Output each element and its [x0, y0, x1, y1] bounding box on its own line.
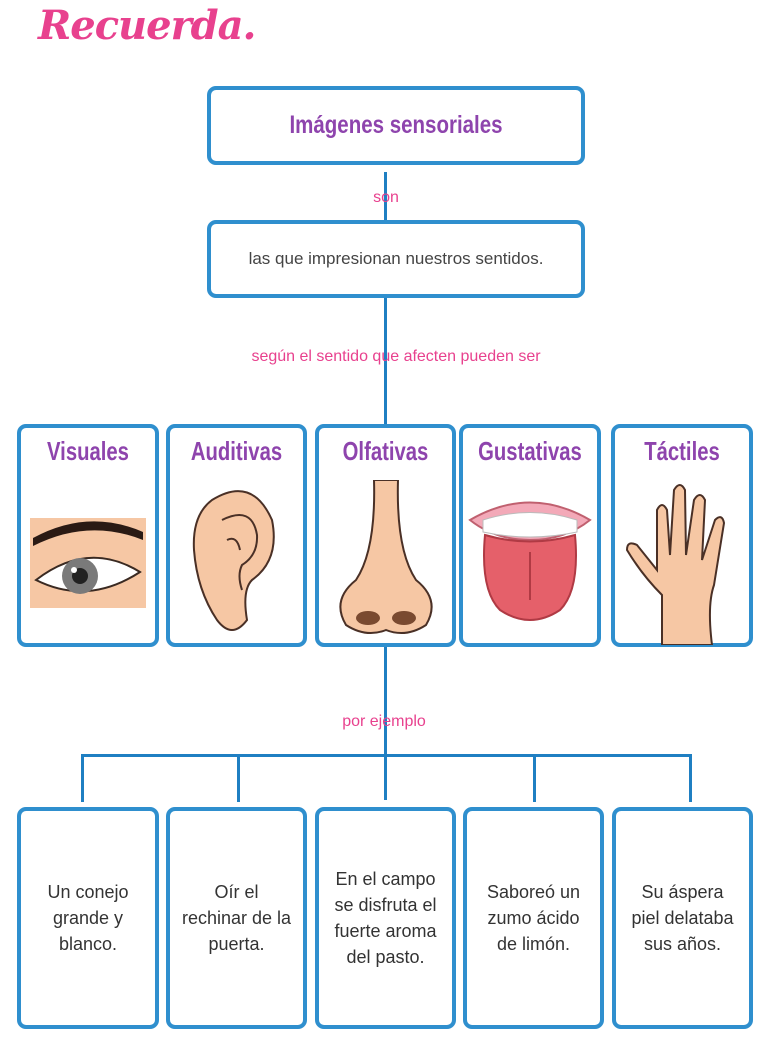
sense-card-olfativas: Olfativas — [315, 424, 456, 647]
example-box-visual: Un conejo grande y blanco. — [17, 807, 159, 1029]
hand-icon — [615, 480, 749, 645]
example-box-tactil: Su áspera piel delataba sus años. — [612, 807, 753, 1029]
example-text: En el campo se disfruta el fuerte aroma … — [334, 869, 437, 967]
connector-label-son: son — [373, 189, 399, 206]
example-text: Saboreó un zumo ácido de limón. — [486, 882, 581, 954]
main-heading: Imágenes sensoriales — [289, 111, 503, 139]
connector-line — [384, 172, 387, 222]
eye-icon — [21, 480, 155, 639]
connector-line — [689, 754, 692, 802]
example-box-olfativa: En el campo se disfruta el fuerte aroma … — [315, 807, 456, 1029]
connector-label-segun: según el sentido que afecten pueden ser — [251, 348, 541, 365]
definition-text: las que impresionan nuestros sentidos. — [248, 249, 544, 268]
connector-line — [533, 754, 536, 802]
sense-card-gustativas: Gustativas — [459, 424, 601, 647]
main-concept-box: Imágenes sensoriales — [207, 86, 585, 165]
mouth-icon — [463, 480, 597, 639]
sense-card-auditivas: Auditivas — [166, 424, 307, 647]
example-text: Su áspera piel delataba sus años. — [631, 882, 734, 954]
example-box-auditiva: Oír el rechinar de la puerta. — [166, 807, 307, 1029]
sense-card-visuales: Visuales — [17, 424, 159, 647]
ear-icon — [170, 480, 303, 639]
sense-card-tactiles: Táctiles — [611, 424, 753, 647]
example-text: Oír el rechinar de la puerta. — [181, 882, 292, 954]
nose-icon — [319, 479, 452, 639]
sense-label: Auditivas — [190, 436, 283, 466]
connector-line — [237, 754, 240, 802]
sense-label: Visuales — [47, 436, 129, 466]
definition-box: las que impresionan nuestros sentidos. — [207, 220, 585, 298]
sense-label: Táctiles — [644, 436, 720, 466]
example-box-gustativa: Saboreó un zumo ácido de limón. — [463, 807, 604, 1029]
connector-label-por-ejemplo: por ejemplo — [342, 713, 426, 730]
connector-line — [81, 754, 692, 757]
sense-label: Gustativas — [478, 436, 582, 466]
connector-line — [384, 645, 387, 800]
connector-line — [384, 296, 387, 426]
sense-label: Olfativas — [342, 436, 429, 466]
page-title: Recuerda. — [38, 2, 256, 49]
example-text: Un conejo grande y blanco. — [47, 882, 129, 954]
connector-line — [81, 754, 84, 802]
